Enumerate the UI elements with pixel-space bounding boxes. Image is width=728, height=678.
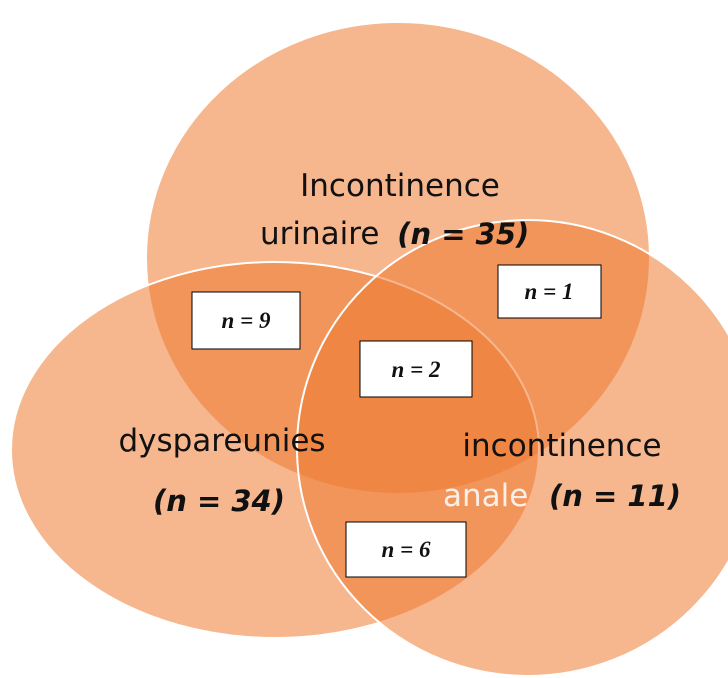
set-label-urinaire-line2: urinaire (n = 35) <box>260 216 529 252</box>
intersection-box-urinaire-dyspareunies: n = 9 <box>191 291 301 350</box>
intersection-label-all-three: n = 2 <box>392 357 441 382</box>
set-label-dyspareunies: dyspareunies <box>118 423 325 459</box>
intersection-label-urinaire-anale: n = 1 <box>525 279 574 304</box>
set-label-anale-line1: incontinence <box>462 428 661 464</box>
set-label-urinaire-name: urinaire <box>260 216 379 252</box>
intersection-box-urinaire-anale: n = 1 <box>497 264 602 319</box>
intersection-label-dyspareunies-anale: n = 6 <box>382 537 431 562</box>
intersection-box-dyspareunies-anale: n = 6 <box>345 521 467 578</box>
intersection-box-all-three: n = 2 <box>359 340 473 398</box>
set-label-anale-line2: anale <box>443 478 528 514</box>
set-count-urinaire: (n = 35) <box>397 217 529 251</box>
set-count-dyspareunies: (n = 34) <box>153 484 285 518</box>
intersection-label-urinaire-dyspareunies: n = 9 <box>222 308 271 333</box>
set-label-urinaire-line1: Incontinence <box>300 168 500 204</box>
set-count-anale: (n = 11) <box>549 479 681 513</box>
